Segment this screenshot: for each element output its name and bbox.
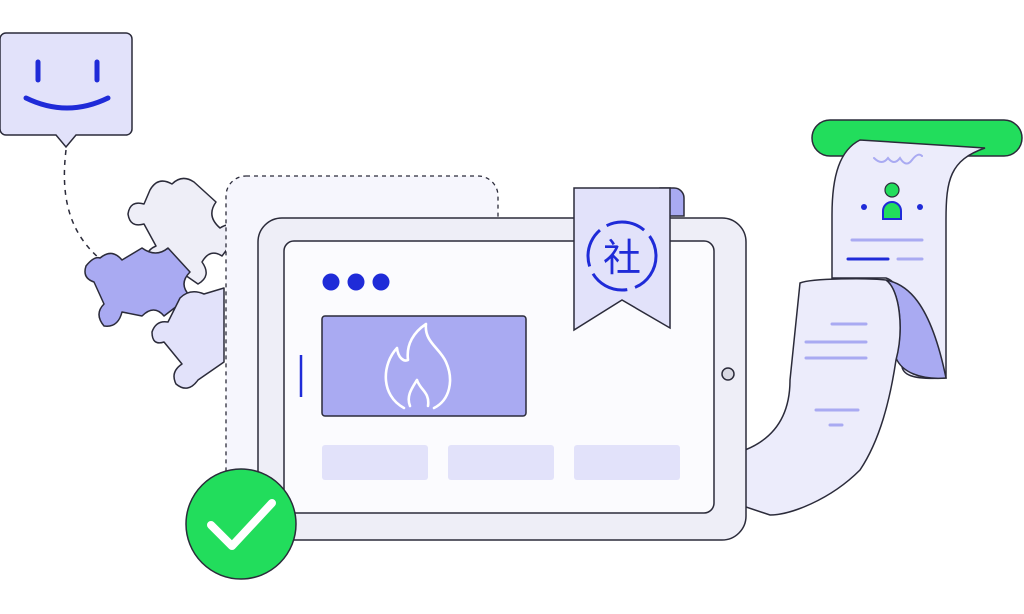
puzzle-pieces-icon (84, 177, 241, 389)
tablet-icon (257, 217, 747, 541)
check-icon (185, 468, 297, 580)
receipt-scroll-icon (739, 119, 1023, 516)
flame-icon (384, 322, 452, 410)
smiley-speech-bubble-icon (0, 32, 133, 149)
home-button (721, 367, 735, 381)
window-dot (322, 273, 340, 291)
ribbon-badge-icon: 社 (573, 187, 685, 332)
scribble-signature (873, 153, 923, 165)
hero-panel (321, 315, 527, 417)
ribbon-badge-character: 社 (603, 236, 641, 280)
dashed-connector (63, 149, 113, 269)
window-dot (347, 273, 365, 291)
placeholder-card (448, 445, 554, 480)
placeholder-card (574, 445, 680, 480)
window-dot (372, 273, 390, 291)
person-icon (861, 182, 923, 220)
placeholder-card (322, 445, 428, 480)
